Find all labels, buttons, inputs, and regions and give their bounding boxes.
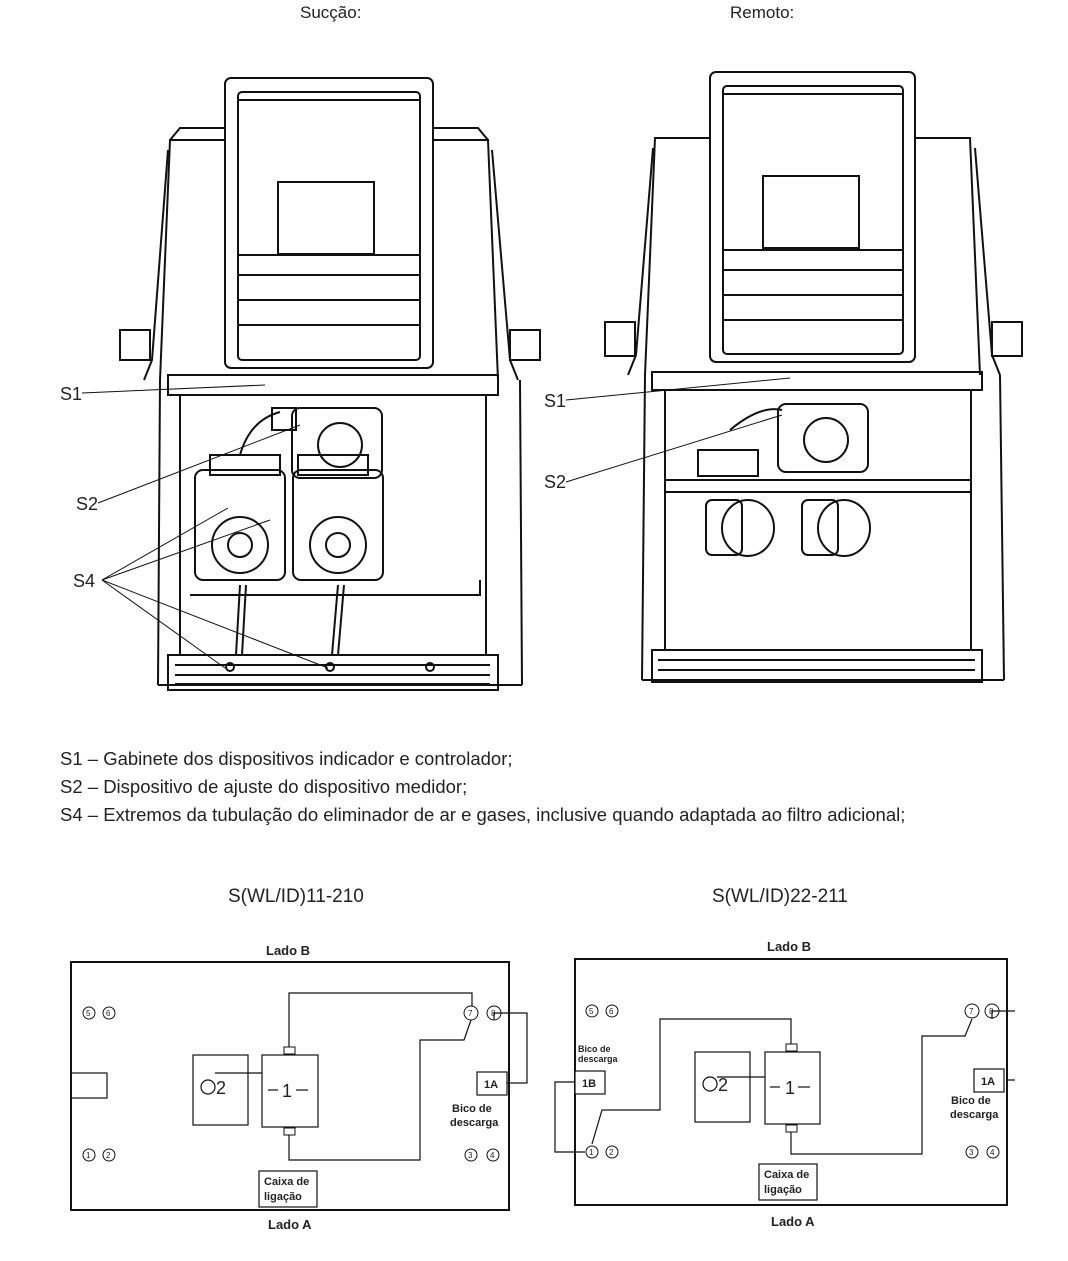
terminal-5-right: 5 [589,1007,594,1016]
note-s4: S4 – Extremos da tubulação do eliminador… [60,804,906,825]
module-1-right: 1 [785,1078,795,1098]
module-1-left: 1 [282,1081,292,1101]
diagram-title-left: S(WL/ID)11-210 [228,886,364,907]
junction-box-left-2: ligação [264,1191,302,1203]
terminal-2-left: 2 [106,1151,111,1160]
wiring-diagram-right: Lado B Lado A 5 6 7 8 1 2 3 4 2 1 1B Bic… [554,939,1015,1229]
terminal-6-left: 6 [106,1009,111,1018]
terminal-4-right: 4 [990,1148,995,1157]
note-s2: S2 – Dispositivo de ajuste do dispositiv… [60,776,468,797]
terminal-6-right: 6 [609,1007,614,1016]
junction-box-right-1: Caixa de [764,1169,809,1181]
terminal-1-right: 1 [589,1148,594,1157]
module-2-left: 2 [216,1078,226,1098]
junction-box-left-1: Caixa de [264,1176,309,1188]
box-1b-right: 1B [582,1078,596,1090]
box-1a-left: 1A [484,1079,498,1091]
callout-s4-left: S4 [73,571,95,591]
terminal-1-left: 1 [86,1151,91,1160]
terminal-3-left: 3 [468,1151,473,1160]
terminal-3-right: 3 [969,1148,974,1157]
dispenser-remote-drawing: S1 S2 [544,71,1023,683]
nozzle-label-right-left-2: descarga [578,1054,619,1064]
junction-box-right-2: ligação [764,1184,802,1196]
nozzle-label-left-1: Bico de [452,1103,492,1115]
terminal-2-right: 2 [609,1148,614,1157]
callout-s2-left: S2 [76,494,98,514]
callout-s1-left: S1 [60,384,82,404]
nozzle-label-right-left-1: Bico de [578,1044,611,1054]
nozzle-label-left-2: descarga [450,1117,499,1129]
side-a-label-left: Lado A [268,1217,312,1232]
box-1a-right: 1A [981,1076,995,1088]
nozzle-label-right-1: Bico de [951,1095,991,1107]
callout-s2-right: S2 [544,472,566,492]
terminal-5-left: 5 [86,1009,91,1018]
module-2-right: 2 [718,1075,728,1095]
dispenser-suction-drawing: S1 S2 S4 [60,77,541,691]
terminal-7-left: 7 [468,1009,473,1018]
side-a-label-right: Lado A [771,1214,815,1229]
callout-s1-right: S1 [544,391,566,411]
side-b-label-left: Lado B [266,943,310,958]
caption-remoto: Remoto: [730,3,795,22]
terminal-7-right: 7 [969,1007,974,1016]
wiring-diagram-left: Lado B Lado A 5 6 7 8 1 2 3 4 2 1 1A Bic… [70,943,528,1232]
note-s1: S1 – Gabinete dos dispositivos indicador… [60,748,513,769]
diagram-title-right: S(WL/ID)22-211 [712,886,848,907]
nozzle-label-right-2: descarga [950,1109,999,1121]
terminal-4-left: 4 [490,1151,495,1160]
caption-succao: Sucção: [300,3,362,22]
side-b-label-right: Lado B [767,939,811,954]
notes-list: S1 – Gabinete dos dispositivos indicador… [60,745,960,829]
